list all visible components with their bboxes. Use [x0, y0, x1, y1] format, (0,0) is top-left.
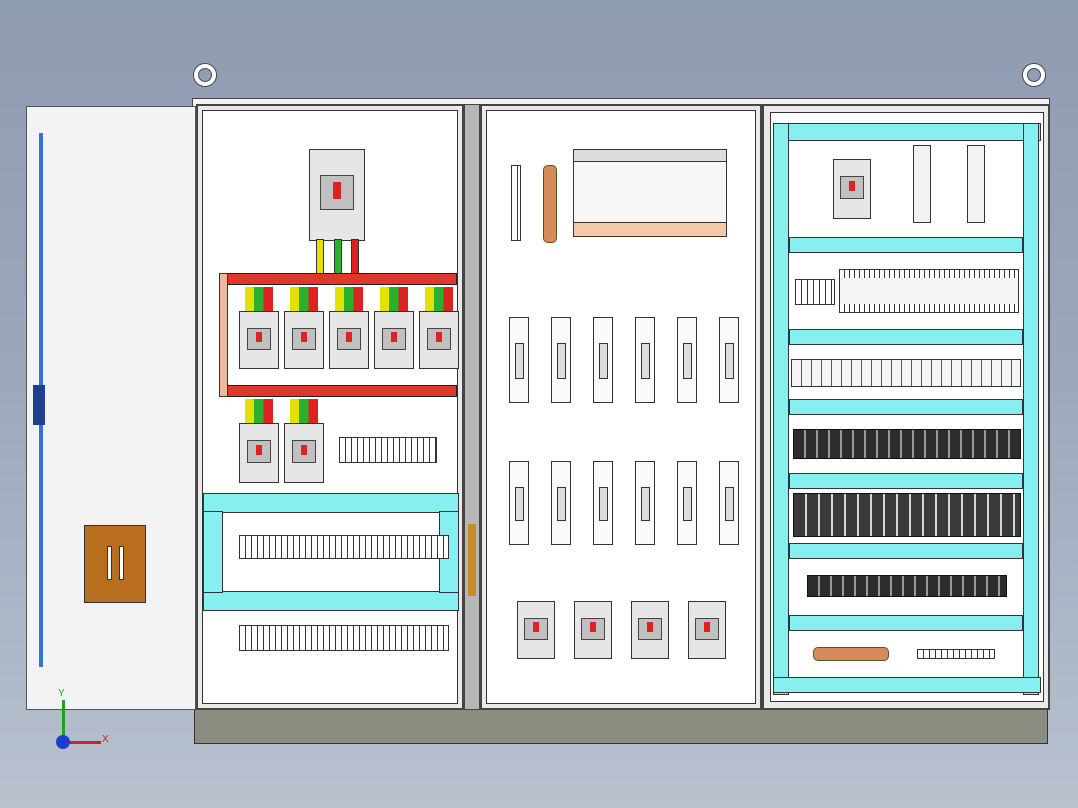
branch-breaker[interactable]	[517, 601, 555, 659]
wire-duct	[203, 591, 459, 611]
wire-duct-vertical	[1023, 123, 1039, 695]
neutral-bar	[511, 165, 521, 241]
door-hinge-bracket	[33, 385, 45, 425]
branch-breaker[interactable]	[631, 601, 669, 659]
fuse-holder[interactable]	[719, 317, 739, 403]
copper-bar	[543, 165, 557, 243]
section-divider	[464, 104, 480, 710]
mounting-plate-2	[486, 110, 756, 704]
fuse-holder[interactable]	[635, 461, 655, 545]
neutral-bar	[917, 649, 995, 659]
fuse-holder[interactable]	[635, 317, 655, 403]
wire-duct	[789, 543, 1023, 559]
wire-duct	[789, 473, 1023, 489]
wire-duct	[773, 123, 1041, 141]
axis-x-label: X	[102, 734, 109, 745]
io-module[interactable]	[795, 279, 835, 305]
fuse-holder[interactable]	[719, 461, 739, 545]
branch-breaker[interactable]	[284, 311, 324, 369]
branch-breaker[interactable]	[419, 311, 459, 369]
branch-breaker[interactable]	[284, 423, 324, 483]
open-door[interactable]	[26, 106, 196, 710]
wire-duct-vertical	[773, 123, 789, 695]
busbar-side	[219, 273, 228, 397]
relay-row[interactable]	[793, 493, 1021, 537]
din-module[interactable]	[967, 145, 985, 223]
wire-duct	[789, 399, 1023, 415]
fuse-holder[interactable]	[551, 461, 571, 545]
fuse-holder[interactable]	[677, 317, 697, 403]
wire-duct	[789, 237, 1023, 253]
power-supply-unit[interactable]	[573, 149, 727, 237]
wire-duct	[203, 493, 459, 513]
branch-breaker[interactable]	[688, 601, 726, 659]
branch-breaker[interactable]	[239, 423, 279, 483]
branch-breaker[interactable]	[239, 311, 279, 369]
eyebolt-icon	[194, 64, 216, 86]
terminal-block-row	[807, 575, 1007, 597]
fuse-holder[interactable]	[677, 461, 697, 545]
main-breaker[interactable]	[309, 149, 365, 241]
fuse-holder[interactable]	[593, 317, 613, 403]
busbar-top	[219, 273, 457, 285]
contactor-row[interactable]	[793, 429, 1021, 459]
copper-bar	[813, 647, 889, 661]
terminal-block-row	[239, 625, 449, 651]
axis-y-label: Y	[58, 688, 65, 699]
door-handle-icon[interactable]	[84, 525, 146, 603]
mounting-plate-3	[770, 112, 1044, 702]
cabinet-plinth	[194, 708, 1048, 744]
wire-duct	[773, 677, 1041, 693]
control-breaker[interactable]	[833, 159, 871, 219]
terminal-block-row	[791, 359, 1021, 387]
din-module[interactable]	[913, 145, 931, 223]
wire-duct	[789, 615, 1023, 631]
mounting-plate-1	[202, 110, 459, 704]
terminal-block-row	[239, 535, 449, 559]
busbar-bottom	[219, 385, 457, 397]
branch-breaker[interactable]	[374, 311, 414, 369]
fuse-holder[interactable]	[509, 461, 529, 545]
mini-breaker-row	[339, 437, 437, 463]
plc-controller[interactable]	[839, 269, 1019, 313]
eyebolt-icon	[1023, 64, 1045, 86]
branch-breaker[interactable]	[329, 311, 369, 369]
branch-breaker[interactable]	[574, 601, 612, 659]
axis-triad-icon: Y X	[50, 688, 120, 754]
fuse-holder[interactable]	[593, 461, 613, 545]
fuse-holder[interactable]	[551, 317, 571, 403]
wire-duct	[789, 329, 1023, 345]
fuse-holder[interactable]	[509, 317, 529, 403]
wire-duct-vertical	[203, 511, 223, 593]
